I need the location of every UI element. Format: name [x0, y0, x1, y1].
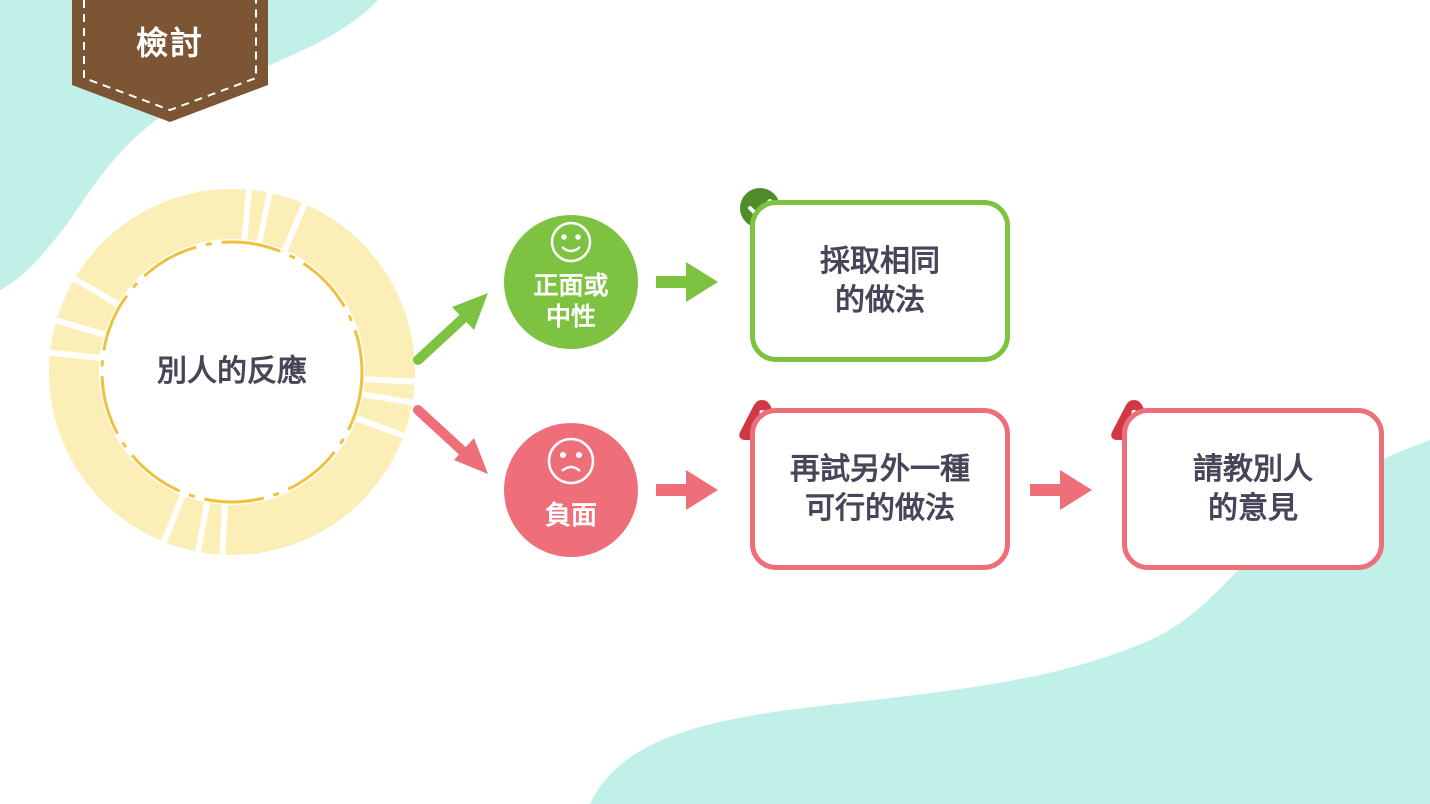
- positive-result-box: 採取相同 的做法: [750, 200, 1010, 362]
- smile-face-icon: [550, 221, 592, 263]
- negative-result-box: 再試另外一種 可行的做法: [750, 408, 1010, 570]
- negative-result-text: 再試另外一種 可行的做法: [790, 452, 970, 526]
- tag-label: 檢討: [135, 24, 204, 62]
- negative-next-text: 請教別人 的意見: [1193, 452, 1313, 526]
- positive-result-text: 採取相同 的做法: [820, 244, 940, 318]
- ring-gaps: [43, 179, 421, 563]
- arrow-to-positive: [413, 293, 488, 365]
- positive-label: 正面或 中性: [533, 271, 609, 332]
- arrow-positive-result: [656, 262, 718, 302]
- source-label: 別人的反應: [157, 354, 307, 389]
- positive-circle: [504, 215, 638, 349]
- negative-label: 負面: [544, 501, 597, 531]
- bottom-right-blob: [590, 440, 1430, 804]
- tag-banner-stitch: [83, 0, 257, 112]
- negative-next-box: 請教別人 的意見: [1122, 408, 1384, 570]
- arrow-negative-result: [656, 470, 718, 510]
- outer-ring: [49, 189, 415, 555]
- sad-face-icon: [547, 437, 595, 485]
- inner-dashed-ring: [100, 240, 364, 504]
- negative-circle: [504, 423, 638, 557]
- arrow-to-negative: [413, 405, 488, 474]
- arrow-negative-next: [1030, 470, 1092, 510]
